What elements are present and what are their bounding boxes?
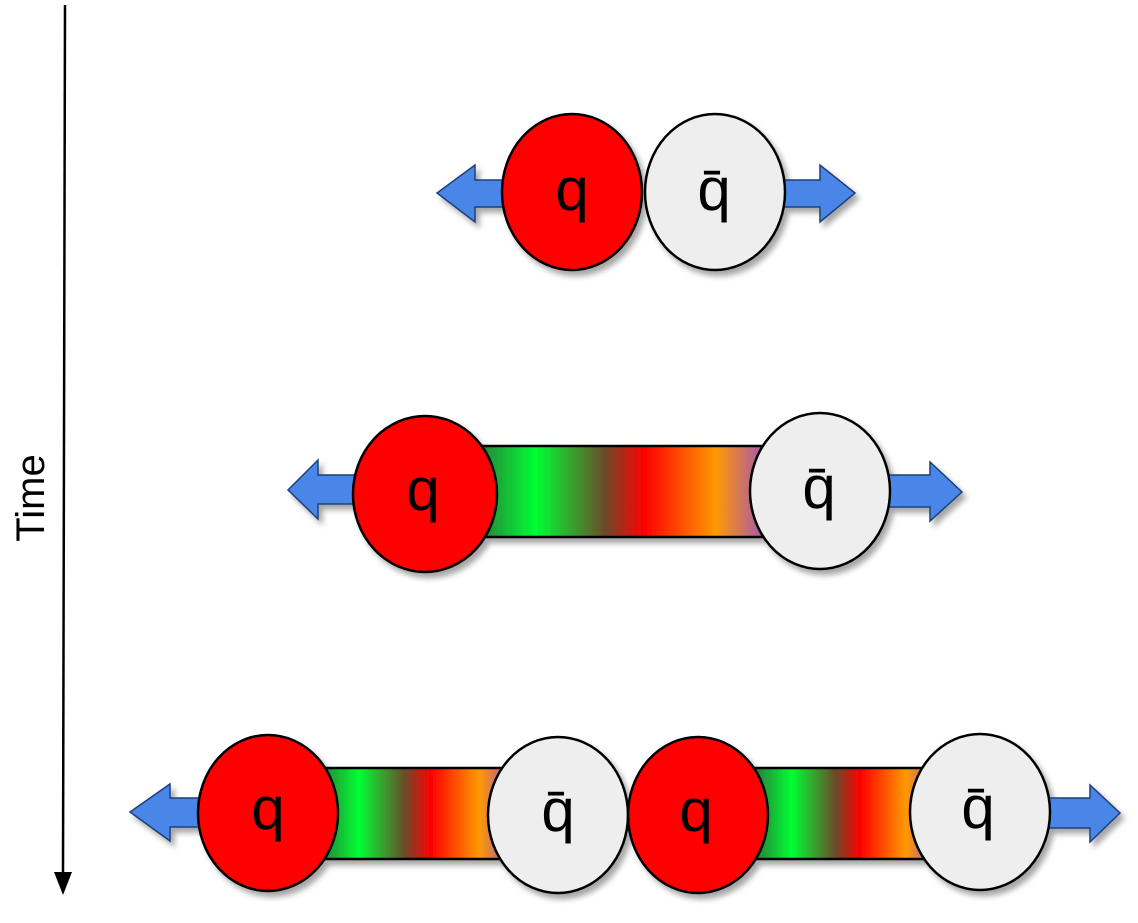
antiquark: [748, 411, 892, 571]
time-axis-line: [61, 4, 67, 873]
antiquark-label: q̄: [961, 774, 994, 841]
quark: [351, 414, 499, 574]
color-string: [468, 444, 772, 539]
antiquark: [908, 732, 1052, 892]
stage-3: [128, 732, 1122, 895]
stage-2: [286, 411, 964, 574]
color-string: [313, 766, 517, 861]
right-arrow: [879, 460, 964, 523]
quark-label: q: [555, 156, 588, 223]
antiquark: [643, 112, 787, 272]
antiquark-label: q̄: [697, 156, 730, 223]
time-label: Time: [9, 454, 53, 541]
left-arrow: [286, 458, 361, 521]
right-arrow: [774, 163, 857, 224]
quark: [626, 735, 770, 895]
right-arrow: [1039, 783, 1122, 844]
quark: [196, 733, 340, 893]
time-axis: Time: [9, 4, 72, 895]
antiquark-label: q̄: [541, 777, 574, 844]
antiquark-label: q̄: [802, 454, 835, 521]
quark-label: q: [679, 777, 712, 844]
left-arrow: [435, 163, 506, 224]
quark: [500, 112, 644, 272]
stage-1: [435, 112, 857, 272]
quark-label: q: [406, 456, 439, 523]
left-arrow: [128, 782, 206, 843]
time-axis-arrowhead: [54, 872, 72, 895]
quark-label: q: [251, 775, 284, 842]
